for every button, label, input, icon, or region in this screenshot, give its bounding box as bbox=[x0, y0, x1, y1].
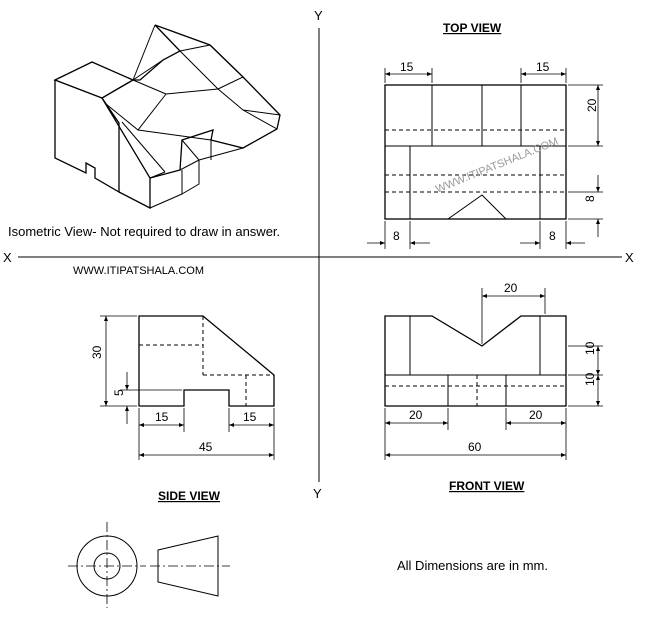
side-view: SIDE VIEW 30 5 15 15 45 bbox=[90, 315, 275, 503]
front-dim-total-width: 60 bbox=[468, 440, 482, 454]
side-dim-total-width: 45 bbox=[199, 440, 213, 454]
front-dim-foot-left: 20 bbox=[409, 408, 423, 422]
top-dim-right-width: 15 bbox=[536, 60, 550, 74]
x-axis-label-right: X bbox=[625, 250, 634, 265]
units-note: All Dimensions are in mm. bbox=[397, 558, 548, 573]
isometric-view bbox=[53, 24, 281, 210]
y-axis-label-bottom: Y bbox=[313, 486, 322, 501]
top-dim-left-width: 15 bbox=[400, 60, 414, 74]
side-dim-foot-left: 15 bbox=[155, 410, 169, 424]
reference-axes: X X Y Y bbox=[3, 8, 634, 501]
front-dim-lower-height: 10 bbox=[583, 372, 597, 386]
front-view-title: FRONT VIEW bbox=[449, 479, 525, 493]
top-view: TOP VIEW WWW.ITIPATSHALA.COM 15 15 20 8 bbox=[367, 21, 603, 249]
top-dim-depth-top: 20 bbox=[585, 98, 599, 112]
side-dim-total-height: 30 bbox=[90, 345, 104, 359]
isometric-note: Isometric View- Not required to draw in … bbox=[8, 224, 280, 239]
front-dim-foot-right: 20 bbox=[529, 408, 543, 422]
y-axis-label-top: Y bbox=[314, 8, 323, 23]
side-dim-notch-height: 5 bbox=[112, 389, 126, 396]
x-axis-label-left: X bbox=[3, 250, 12, 265]
top-dim-slot-right: 8 bbox=[549, 229, 556, 243]
front-view: FRONT VIEW 20 10 10 20 20 60 bbox=[384, 281, 603, 493]
top-view-title: TOP VIEW bbox=[443, 21, 502, 35]
top-view-watermark: WWW.ITIPATSHALA.COM bbox=[434, 136, 560, 196]
top-dim-depth-bottom: 8 bbox=[583, 195, 597, 202]
projection-symbol bbox=[68, 522, 230, 608]
front-dim-upper-height: 10 bbox=[583, 341, 597, 355]
front-dim-v-width: 20 bbox=[504, 281, 518, 295]
side-view-title: SIDE VIEW bbox=[158, 489, 221, 503]
top-dim-slot-left: 8 bbox=[393, 229, 400, 243]
website-note: WWW.ITIPATSHALA.COM bbox=[73, 265, 204, 277]
side-dim-foot-right: 15 bbox=[243, 410, 257, 424]
